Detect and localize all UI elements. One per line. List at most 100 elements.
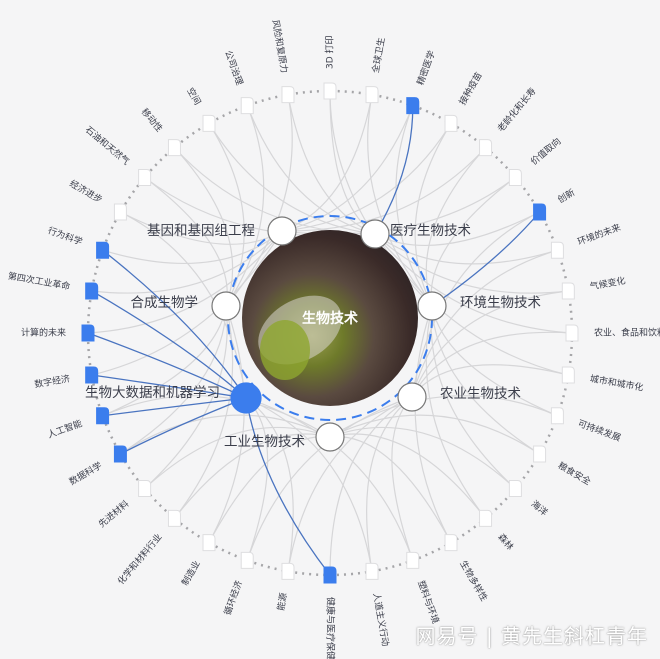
outer-node-label: 公司治理 xyxy=(222,49,246,87)
inner-node[interactable]: 工业生物技术 xyxy=(224,422,345,452)
outer-node[interactable]: 3D 打印 xyxy=(323,35,337,100)
link xyxy=(245,397,294,572)
outer-node-label: 城市和城市化 xyxy=(589,372,644,393)
highlighted-node-icon xyxy=(113,445,127,463)
outer-node[interactable]: 人工智能 xyxy=(46,407,110,441)
outer-node[interactable]: 创新 xyxy=(533,186,577,221)
node-icon xyxy=(281,86,295,104)
node-icon xyxy=(138,480,152,498)
outer-node[interactable]: 先进材料 xyxy=(96,480,152,531)
outer-node-label: 生物多样性 xyxy=(457,558,490,603)
outer-node[interactable]: 森林 xyxy=(479,509,517,553)
link xyxy=(287,94,376,235)
outer-node-label: 老龄化和长寿 xyxy=(495,85,539,134)
inner-node[interactable]: 医疗生物技术 xyxy=(360,219,471,249)
outer-node[interactable]: 海洋 xyxy=(508,480,550,519)
outer-node[interactable]: 计算的未来 xyxy=(21,324,95,342)
node-icon xyxy=(444,114,458,132)
highlighted-node-icon xyxy=(406,97,420,115)
outer-node-label: 健康与医疗保健 xyxy=(325,597,337,659)
node-icon xyxy=(167,139,181,157)
outer-node[interactable]: 环境的未来 xyxy=(550,221,622,259)
outer-node[interactable]: 接种疫苗 xyxy=(444,70,485,132)
outer-node[interactable]: 能源 xyxy=(275,562,295,612)
outer-node[interactable]: 塑料与环境 xyxy=(406,551,442,625)
inner-node[interactable]: 农业生物技术 xyxy=(397,382,521,412)
outer-node[interactable]: 人道主义行动 xyxy=(365,562,392,647)
link xyxy=(120,211,283,245)
outer-node-label: 行为科学 xyxy=(46,224,84,248)
link xyxy=(246,105,376,235)
link xyxy=(431,305,558,417)
outer-node[interactable]: 制造业 xyxy=(179,534,216,588)
outer-node-label: 制造业 xyxy=(179,558,203,587)
link xyxy=(120,211,247,399)
inner-node[interactable]: 基因和基因组工程 xyxy=(147,216,297,246)
link xyxy=(208,305,245,543)
inner-node-label: 合成生物学 xyxy=(131,295,199,311)
node-icon xyxy=(167,509,181,527)
outer-node[interactable]: 全球卫生 xyxy=(365,36,388,104)
outer-node[interactable]: 公司治理 xyxy=(222,49,254,115)
outer-node-label: 3D 打印 xyxy=(324,35,336,69)
watermark: 网易号 | 黄先生斜杠青年 xyxy=(415,624,648,648)
outer-node[interactable]: 老龄化和长寿 xyxy=(479,85,539,157)
inner-node[interactable]: 生物大数据和机器学习 xyxy=(85,382,262,414)
outer-node[interactable]: 风险和复原力 xyxy=(269,19,295,104)
outer-node[interactable]: 移动性 xyxy=(139,106,181,157)
link xyxy=(225,94,293,307)
outer-node[interactable]: 健康与医疗保健 xyxy=(323,566,337,659)
outer-node[interactable]: 精密医学 xyxy=(406,49,438,115)
outer-node[interactable]: 农业、食品和饮料 xyxy=(565,324,660,342)
inner-node-label: 农业生物技术 xyxy=(440,386,521,402)
node-icon xyxy=(508,168,522,186)
node-icon xyxy=(550,241,564,259)
outer-node-label: 森林 xyxy=(495,531,516,553)
outer-node[interactable]: 循环经济 xyxy=(221,551,254,617)
highlighted-node-icon xyxy=(323,566,337,584)
link xyxy=(120,305,227,455)
node-icon xyxy=(406,551,420,569)
node-icon xyxy=(240,551,254,569)
inner-node-circle xyxy=(360,219,390,249)
outer-node[interactable]: 空间 xyxy=(184,86,216,132)
outer-node[interactable]: 石油和天然气 xyxy=(83,124,152,186)
outer-node[interactable]: 化学和材料行业 xyxy=(115,509,181,587)
outer-node-label: 数字经济 xyxy=(33,372,71,390)
outer-node[interactable]: 行为科学 xyxy=(46,224,110,259)
link xyxy=(430,305,516,489)
node-icon xyxy=(365,562,379,580)
outer-node[interactable]: 价值取向 xyxy=(508,135,563,186)
inner-node[interactable]: 环境生物技术 xyxy=(417,291,541,321)
link xyxy=(329,433,487,519)
outer-node[interactable]: 第四次工业革命 xyxy=(7,270,99,300)
node-icon xyxy=(550,407,564,425)
inner-node[interactable]: 合成生物学 xyxy=(131,291,241,321)
outer-node[interactable]: 生物多样性 xyxy=(444,534,490,604)
link xyxy=(329,414,540,455)
outer-node[interactable]: 城市和城市化 xyxy=(561,366,644,394)
outer-node-label: 循环经济 xyxy=(221,579,245,617)
outer-node-label: 气候变化 xyxy=(589,275,627,293)
link xyxy=(208,123,376,235)
inner-node-circle xyxy=(267,216,297,246)
highlighted-link xyxy=(87,332,247,399)
node-icon xyxy=(240,97,254,115)
outer-node[interactable]: 粮食安全 xyxy=(533,445,593,488)
link xyxy=(366,396,413,572)
link xyxy=(174,147,234,307)
outer-node[interactable]: 数据科学 xyxy=(67,445,127,488)
node-icon xyxy=(281,562,295,580)
link xyxy=(411,211,540,398)
link xyxy=(411,364,569,398)
outer-node-label: 移动性 xyxy=(139,106,166,134)
outer-node[interactable]: 气候变化 xyxy=(561,275,627,300)
outer-node-label: 能源 xyxy=(275,592,290,612)
highlighted-node-icon xyxy=(533,203,547,221)
node-icon xyxy=(202,114,216,132)
highlighted-link xyxy=(91,374,247,399)
outer-node[interactable]: 可持续发展 xyxy=(550,407,623,444)
link xyxy=(391,396,414,561)
outer-node[interactable]: 经济进步 xyxy=(67,177,127,221)
